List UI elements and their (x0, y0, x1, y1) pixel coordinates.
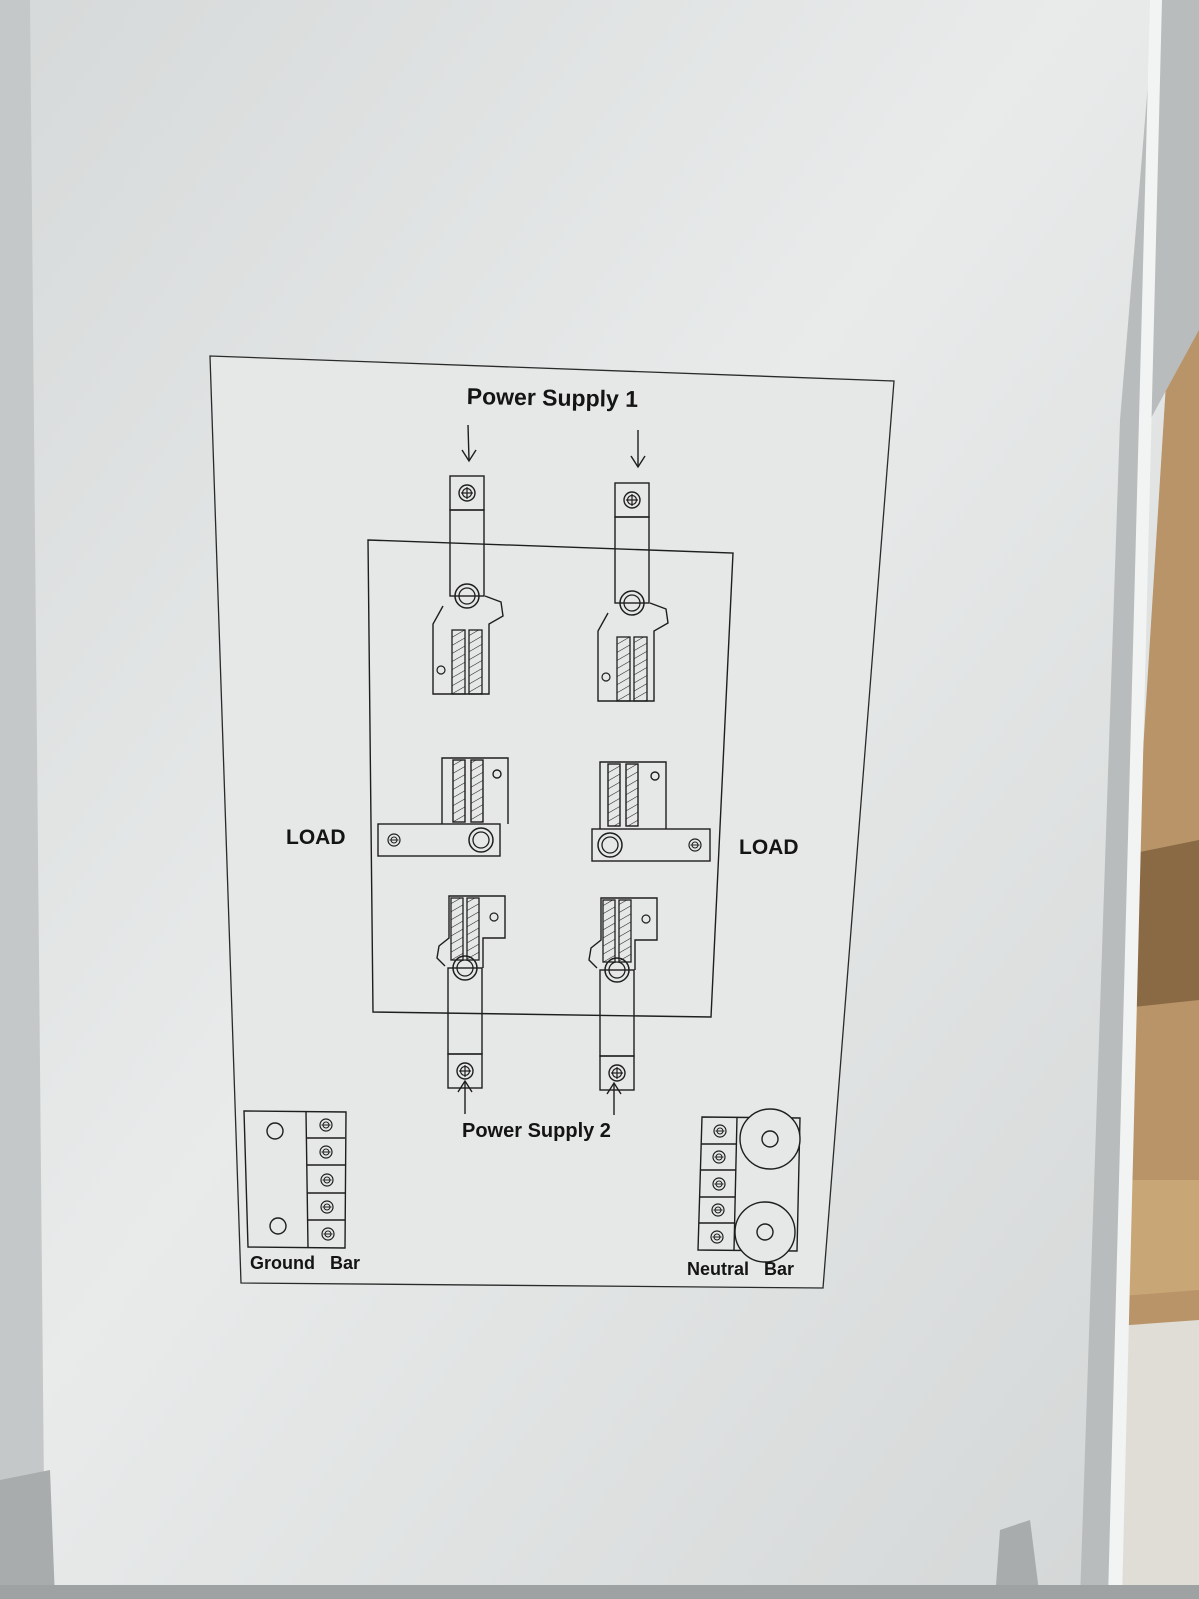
load-right-label: LOAD (739, 836, 799, 859)
wiring-label (209, 355, 895, 1289)
supply-2-arrows (457, 1079, 622, 1115)
power-supply-1-label: Power Supply 1 (466, 383, 639, 412)
neutral-bar (697, 1108, 801, 1263)
power-supply-2-label: Power Supply 2 (462, 1120, 611, 1142)
supply-1-arrows (461, 424, 646, 469)
mounting-plate (367, 539, 734, 1018)
ground-bar-label: Ground Bar (250, 1253, 361, 1273)
neutral-bar-label: Neutral Bar (687, 1259, 795, 1279)
load-left-label: LOAD (286, 826, 346, 849)
load-lug-right (591, 761, 711, 862)
load-lug-left (377, 757, 509, 857)
ground-bar (243, 1110, 347, 1249)
